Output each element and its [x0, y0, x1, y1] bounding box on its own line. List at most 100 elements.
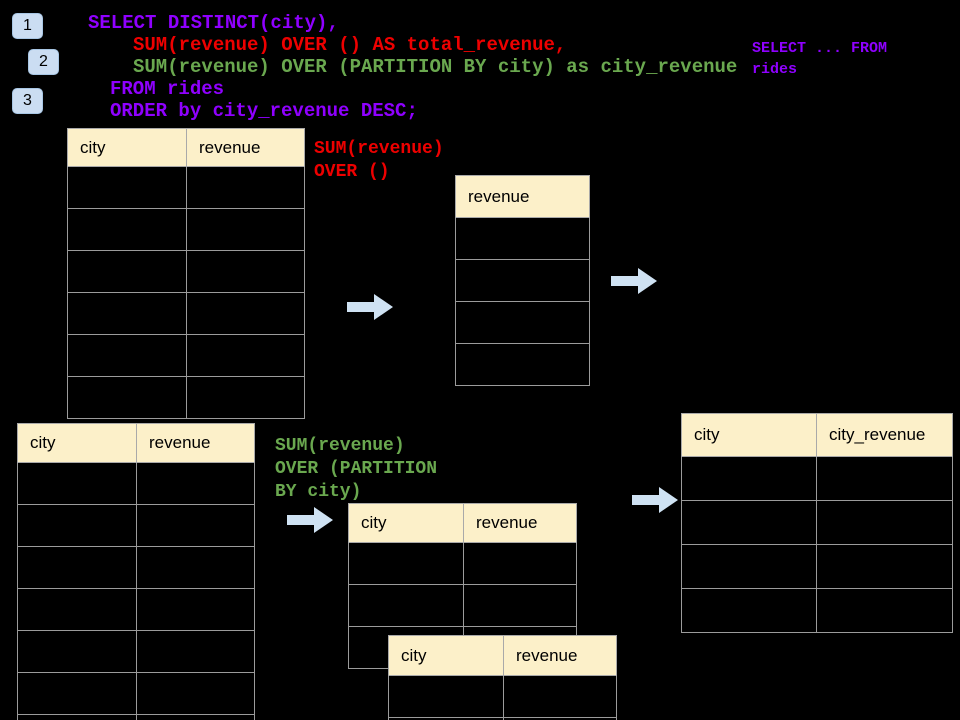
table-cell-empty [816, 588, 953, 633]
table-cell-empty [186, 208, 305, 251]
table-cell-empty [455, 343, 590, 386]
table-cell-empty [186, 166, 305, 209]
table-row [67, 376, 305, 419]
table-row [348, 542, 577, 585]
step-badge-1: 1 [12, 13, 43, 39]
table-cell-empty [681, 500, 817, 545]
table-cell-empty [67, 250, 187, 293]
table-cell-empty [186, 250, 305, 293]
step-badge-2: 2 [28, 49, 59, 75]
table-row [17, 504, 255, 547]
table-cell-empty [136, 630, 255, 673]
label-sum-over-partition: SUM(revenue) OVER (PARTITION BY city) [275, 436, 438, 502]
column-header-city-revenue: city_revenue [816, 413, 953, 457]
table-row [455, 343, 590, 386]
table-cell-empty [681, 456, 817, 501]
table-cell-empty [503, 717, 617, 720]
table-cell-empty [816, 544, 953, 589]
table-row [67, 292, 305, 335]
table-cell-empty [136, 672, 255, 715]
table-cell-empty [17, 672, 137, 715]
column-header-revenue: revenue [186, 128, 305, 167]
table-cell-empty [67, 208, 187, 251]
column-header-revenue: revenue [136, 423, 255, 463]
table-row [17, 672, 255, 715]
table-cell-empty [186, 334, 305, 377]
table-cell-empty [136, 504, 255, 547]
table-cell-empty [17, 546, 137, 589]
flow-arrow-right-icon [287, 507, 333, 533]
column-header-revenue: revenue [503, 635, 617, 676]
table-source-top: city revenue [67, 128, 305, 419]
table-total-revenue-result: revenue [455, 175, 590, 386]
table-cell-empty [17, 462, 137, 505]
table-cell-empty [17, 630, 137, 673]
table-cell-empty [455, 259, 590, 302]
table-cell-empty [348, 542, 464, 585]
table-row [455, 259, 590, 302]
table-row [388, 717, 617, 720]
sql-line-city-revenue: SUM(revenue) OVER (PARTITION BY city) as… [133, 56, 738, 78]
table-cell-empty [681, 544, 817, 589]
table-row [67, 166, 305, 209]
table-cell-empty [816, 500, 953, 545]
table-row [681, 500, 953, 545]
table-row [17, 546, 255, 589]
table-city-revenue-result: city city_revenue [681, 413, 953, 633]
table-cell-empty [136, 714, 255, 720]
table-row [681, 544, 953, 589]
table-row [17, 630, 255, 673]
table-cell-empty [17, 714, 137, 720]
table-partition-step: city revenue [348, 503, 577, 669]
table-cell-empty [186, 292, 305, 335]
table-cell-empty [463, 584, 577, 627]
sql-line-from: FROM rides [110, 78, 225, 100]
sql-line-total-revenue: SUM(revenue) OVER () AS total_revenue, [133, 34, 567, 56]
step-badge-3: 3 [12, 88, 43, 114]
table-cell-empty [455, 301, 590, 344]
label-sum-over-all: SUM(revenue) OVER () [314, 139, 444, 182]
table-row [681, 588, 953, 633]
table-cell-empty [816, 456, 953, 501]
table-cell-empty [136, 588, 255, 631]
table-cell-empty [348, 584, 464, 627]
table-row [348, 584, 577, 627]
table-partition-overlay: city revenue [388, 635, 617, 720]
table-cell-empty [67, 334, 187, 377]
table-row [67, 334, 305, 377]
table-cell-empty [463, 542, 577, 585]
table-source-bottom: city revenue [17, 423, 255, 720]
column-header-revenue: revenue [463, 503, 577, 543]
table-cell-empty [67, 292, 187, 335]
sql-line-select: SELECT DISTINCT(city), [88, 12, 339, 34]
flow-arrow-right-icon [347, 294, 393, 320]
column-header-city: city [348, 503, 464, 543]
side-note-select-from-rides: SELECT ... FROM rides [752, 40, 888, 78]
column-header-revenue: revenue [455, 175, 590, 218]
table-cell-empty [136, 462, 255, 505]
table-cell-empty [17, 588, 137, 631]
table-cell-empty [455, 217, 590, 260]
table-row [455, 301, 590, 344]
table-row [388, 675, 617, 718]
table-cell-empty [67, 166, 187, 209]
table-cell-empty [186, 376, 305, 419]
table-cell-empty [17, 504, 137, 547]
table-cell-empty [67, 376, 187, 419]
flow-arrow-right-icon [611, 268, 657, 294]
table-row [17, 588, 255, 631]
table-row [455, 217, 590, 260]
column-header-city: city [17, 423, 137, 463]
table-row [17, 714, 255, 720]
table-row [67, 208, 305, 251]
table-row [67, 250, 305, 293]
table-cell-empty [681, 588, 817, 633]
sql-line-order-by: ORDER by city_revenue DESC; [110, 100, 418, 122]
column-header-city: city [388, 635, 504, 676]
table-cell-empty [503, 675, 617, 718]
table-row [681, 456, 953, 501]
table-cell-empty [388, 675, 504, 718]
flow-arrow-right-icon [632, 487, 678, 513]
column-header-city: city [67, 128, 187, 167]
